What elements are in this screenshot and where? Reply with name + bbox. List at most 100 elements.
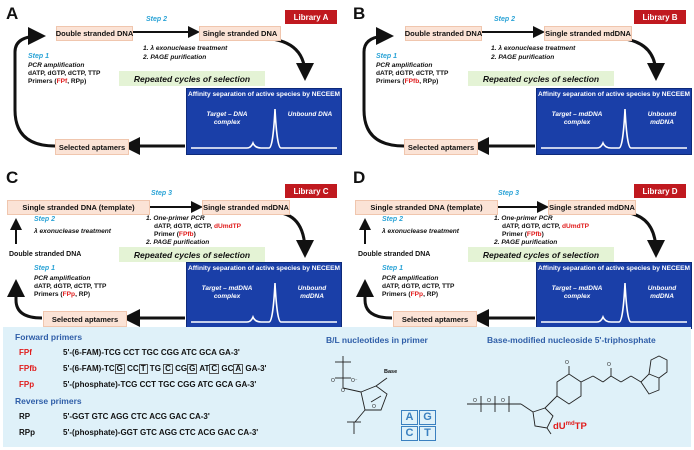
fpfb-label: FPfb — [19, 364, 37, 373]
step-1-line-3: Primers (FPp, RP) — [34, 291, 91, 298]
single-stranded-mddna-box: Single stranded mdDNA — [544, 26, 632, 41]
single-stranded-mddna-box: Single stranded mdDNA — [202, 200, 290, 215]
target-complex-label: Target – mdDNA complex — [201, 285, 253, 300]
unbound-label: Unbound mdDNA — [297, 285, 327, 300]
electropherogram-trace — [541, 108, 687, 149]
step-3-line-1: 1. One-primer PCR — [494, 215, 553, 222]
step-3-label: Step 3 — [151, 190, 173, 197]
step-2-line-1: λ exonuclease treatment — [34, 228, 111, 235]
step-2-line-2: 2. PAGE purification — [143, 54, 207, 61]
unbound-label: Unbound DNA — [287, 111, 333, 118]
unbound-label: Unbound mdDNA — [647, 111, 677, 126]
rp-sequence: 5'-GGT GTC AGG CTC ACG GAC CA-3' — [63, 412, 210, 421]
repeated-cycles-label: Repeated cycles of selection — [468, 247, 614, 262]
bl-nucleotides-heading: B/L nucleotides in primer — [326, 335, 428, 345]
nucleotide-c: C — [401, 426, 418, 441]
step-2-label: Step 2 — [34, 216, 56, 223]
library-a-badge: Library A — [285, 10, 337, 24]
double-stranded-dna-box: Double stranded DNA — [56, 26, 133, 41]
svg-text:O: O — [487, 398, 491, 404]
library-b-badge: Library B — [634, 10, 686, 24]
selected-aptamers-box: Selected aptamers — [55, 139, 129, 155]
step-3-line-3: Primer (FPfb) — [154, 231, 196, 238]
forward-primers-heading: Forward primers — [15, 332, 83, 342]
ssdna-template-box: Single stranded DNA (template) — [355, 200, 498, 215]
step-1-label: Step 1 — [376, 53, 398, 60]
ssdna-template-box: Single stranded DNA (template) — [7, 200, 150, 215]
selected-aptamers-box: Selected aptamers — [43, 311, 127, 327]
step-2-label: Step 2 — [494, 16, 516, 23]
step-3-line-3: Primer (FPfb) — [502, 231, 544, 238]
target-complex-label: Target – DNA complex — [206, 111, 248, 126]
unbound-label: Unbound mdDNA — [647, 285, 677, 300]
locked-nucleotide-structure: O O⁻ O O — [331, 356, 388, 434]
affinity-separation-box: Affinity separation of active species by… — [186, 88, 342, 155]
repeated-cycles-label: Repeated cycles of selection — [468, 71, 614, 86]
base-modified-heading: Base-modified nucleoside 5'-triphosphate — [487, 335, 656, 345]
step-3-line-4: 2. PAGE purification — [494, 239, 558, 246]
affinity-title: Affinity separation of active species by… — [187, 91, 341, 98]
target-complex-label: Target – mdDNA complex — [551, 285, 603, 300]
rp-label: RP — [19, 412, 31, 421]
single-stranded-dna-box: Single stranded DNA — [199, 26, 281, 41]
fpp-sequence: 5'-(phosphate)-TCG CCT TGC CGG ATC GCA G… — [63, 380, 257, 389]
affinity-separation-box: Affinity separation of active species by… — [536, 262, 692, 329]
double-stranded-dna-box: Double stranded DNA — [405, 26, 482, 41]
step-1-line-1: PCR amplification — [28, 62, 85, 69]
selected-aptamers-box: Selected aptamers — [404, 139, 478, 155]
nucleotide-g: G — [419, 410, 436, 425]
step-3-line-4: 2. PAGE purification — [146, 239, 210, 246]
fpf-label: FPf — [19, 348, 32, 357]
step-2-line-1: λ exonuclease treatment — [382, 228, 459, 235]
panel-letter-a: A — [6, 4, 19, 23]
svg-text:O: O — [565, 360, 569, 366]
step-1-label: Step 1 — [28, 53, 50, 60]
svg-text:O: O — [341, 388, 345, 394]
step-2-line-1: 1. λ exonuclease treatment — [491, 45, 576, 52]
affinity-title: Affinity separation of active species by… — [187, 265, 341, 272]
bl-nucleotide-grid: A G C T — [401, 410, 437, 441]
electropherogram-trace — [191, 108, 337, 149]
rpp-label: RPp — [19, 428, 35, 437]
step-3-line-1: 1. One-primer PCR — [146, 215, 205, 222]
step-1-line-3: Primers (FPp, RP) — [382, 291, 439, 298]
affinity-title: Affinity separation of active species by… — [537, 265, 691, 272]
fpp-label: FPp — [19, 380, 35, 389]
electropherogram-trace — [191, 282, 337, 323]
step-1-line-3: Primers (FPf, RPp) — [28, 78, 87, 85]
dutp-label: dUmdTP — [553, 421, 587, 433]
step-3-line-2: dATP, dGTP, dCTP, dUmdTP — [502, 223, 590, 230]
step-1-line-3: Primers (FPfb, RPp) — [376, 78, 439, 85]
selected-aptamers-box: Selected aptamers — [393, 311, 477, 327]
double-stranded-dna-label: Double stranded DNA — [358, 251, 431, 258]
svg-text:O: O — [372, 404, 376, 410]
primer-info-panel: Forward primers FPf 5'-(6-FAM)-TCG CCT T… — [3, 327, 691, 447]
step-1-line-1: PCR amplification — [382, 275, 439, 282]
step-3-line-2: dATP, dGTP, dCTP, dUmdTP — [154, 223, 242, 230]
repeated-cycles-label: Repeated cycles of selection — [119, 71, 265, 86]
repeated-cycles-label: Repeated cycles of selection — [119, 247, 265, 262]
electropherogram-trace — [541, 282, 687, 323]
library-d-badge: Library D — [634, 184, 686, 198]
svg-text:O: O — [473, 398, 477, 404]
step-1-line-2: dATP, dGTP, dCTP, TTP — [382, 283, 455, 290]
affinity-title: Affinity separation of active species by… — [537, 91, 691, 98]
step-1-label: Step 1 — [34, 265, 56, 272]
step-1-label: Step 1 — [382, 265, 404, 272]
svg-text:O: O — [331, 378, 335, 384]
nucleotide-t: T — [419, 426, 436, 441]
step-1-line-2: dATP, dGTP, dCTP, TTP — [28, 70, 101, 77]
panel-letter-d: D — [353, 168, 366, 187]
affinity-separation-box: Affinity separation of active species by… — [186, 262, 342, 329]
double-stranded-dna-label: Double stranded DNA — [9, 251, 82, 258]
step-1-line-2: dATP, dGTP, dCTP, TTP — [376, 70, 449, 77]
fpf-sequence: 5'-(6-FAM)-TCG CCT TGC CGG ATC GCA GA-3' — [63, 348, 240, 357]
step-2-label: Step 2 — [146, 16, 168, 23]
step-1-line-1: PCR amplification — [34, 275, 91, 282]
svg-text:O⁻: O⁻ — [351, 378, 358, 384]
panel-letter-c: C — [6, 168, 19, 187]
svg-text:O: O — [501, 398, 505, 404]
base-label: Base — [384, 369, 398, 375]
step-2-line-1: 1. λ exonuclease treatment — [143, 45, 228, 52]
